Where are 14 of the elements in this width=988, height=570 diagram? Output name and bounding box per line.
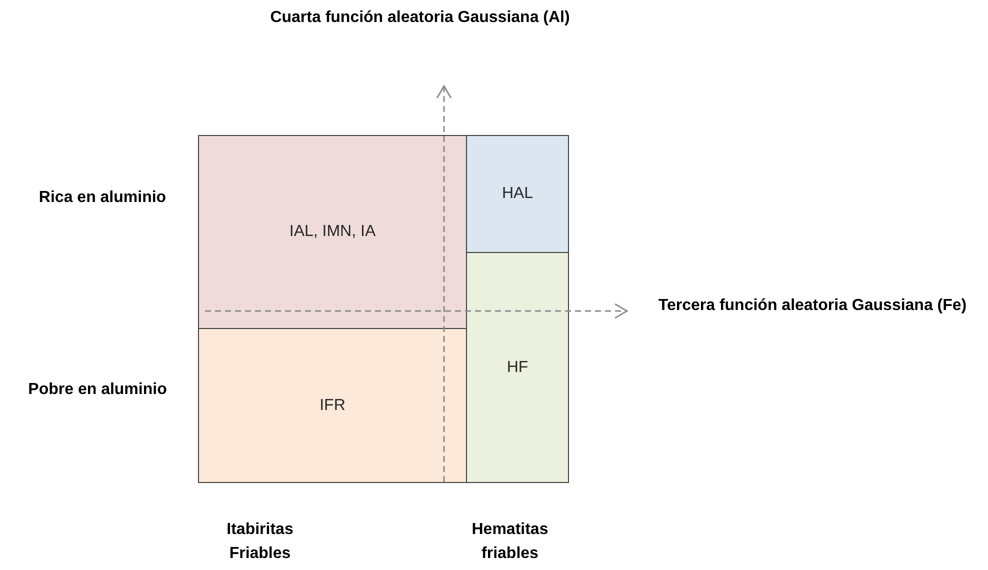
box-label: HF xyxy=(506,358,528,378)
category-box xyxy=(198,135,467,329)
box-label: HAL xyxy=(502,184,534,204)
axis-label: Itabiritas Friables xyxy=(226,520,294,564)
category-box xyxy=(466,252,569,483)
axis-label: Tercera función aleatoria Gaussiana (Fe) xyxy=(657,296,968,316)
category-box xyxy=(466,135,569,253)
category-box xyxy=(198,328,467,483)
axis-label: Pobre en aluminio xyxy=(27,380,168,400)
axis-label: Cuarta función aleatoria Gaussiana (Al) xyxy=(269,8,571,28)
box-label: IFR xyxy=(320,396,346,416)
axis-label: Rica en aluminio xyxy=(38,188,168,208)
axis-label: Hematitas friables xyxy=(470,520,550,564)
box-label: IAL, IMN, IA xyxy=(289,222,376,242)
